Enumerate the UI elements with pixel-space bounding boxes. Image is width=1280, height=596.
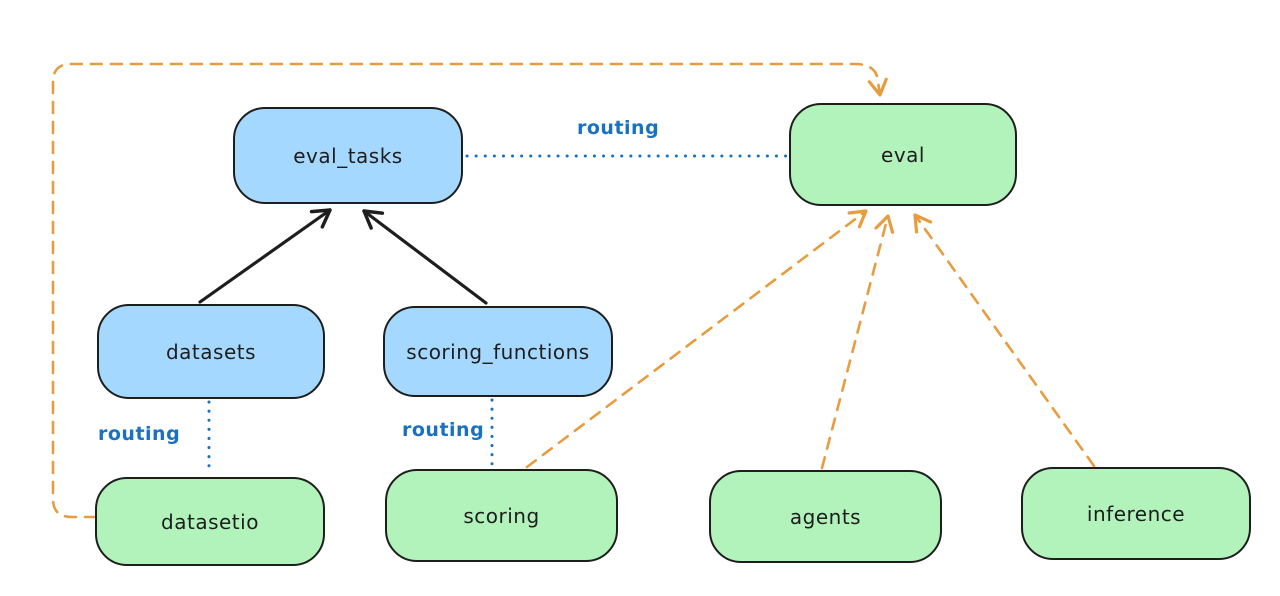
node-eval-label: eval bbox=[881, 142, 925, 167]
node-scoring-label: scoring bbox=[463, 503, 540, 528]
node-datasets-label: datasets bbox=[165, 339, 257, 364]
node-eval: eval bbox=[789, 103, 1017, 206]
edge-scoring-functions-to-eval-tasks bbox=[362, 209, 488, 305]
node-scoring: scoring bbox=[385, 469, 618, 562]
routing-label-scoring-functions-scoring: routing bbox=[402, 419, 485, 441]
node-inference: inference bbox=[1021, 467, 1251, 560]
edge-inference-to-eval bbox=[913, 213, 1096, 468]
node-eval-tasks: eval_tasks bbox=[233, 107, 463, 204]
edge-scoring-to-eval bbox=[525, 209, 868, 469]
node-datasetio-label: datasetio bbox=[161, 509, 259, 534]
node-agents: agents bbox=[709, 470, 942, 563]
node-eval-tasks-label: eval_tasks bbox=[293, 143, 403, 168]
node-datasets: datasets bbox=[97, 304, 325, 399]
node-agents-label: agents bbox=[789, 504, 862, 529]
edge-datasets-to-eval-tasks bbox=[198, 208, 332, 304]
node-inference-label: inference bbox=[1086, 501, 1186, 526]
routing-label-datasets-datasetio: routing bbox=[98, 423, 181, 445]
edge-datasetio-to-eval bbox=[51, 62, 888, 519]
node-scoring-functions-label: scoring_functions bbox=[406, 339, 590, 364]
node-datasetio: datasetio bbox=[95, 477, 325, 566]
routing-label-eval-tasks-eval: routing bbox=[577, 117, 660, 139]
edge-agents-to-eval bbox=[820, 214, 895, 470]
node-scoring-functions: scoring_functions bbox=[383, 306, 613, 397]
